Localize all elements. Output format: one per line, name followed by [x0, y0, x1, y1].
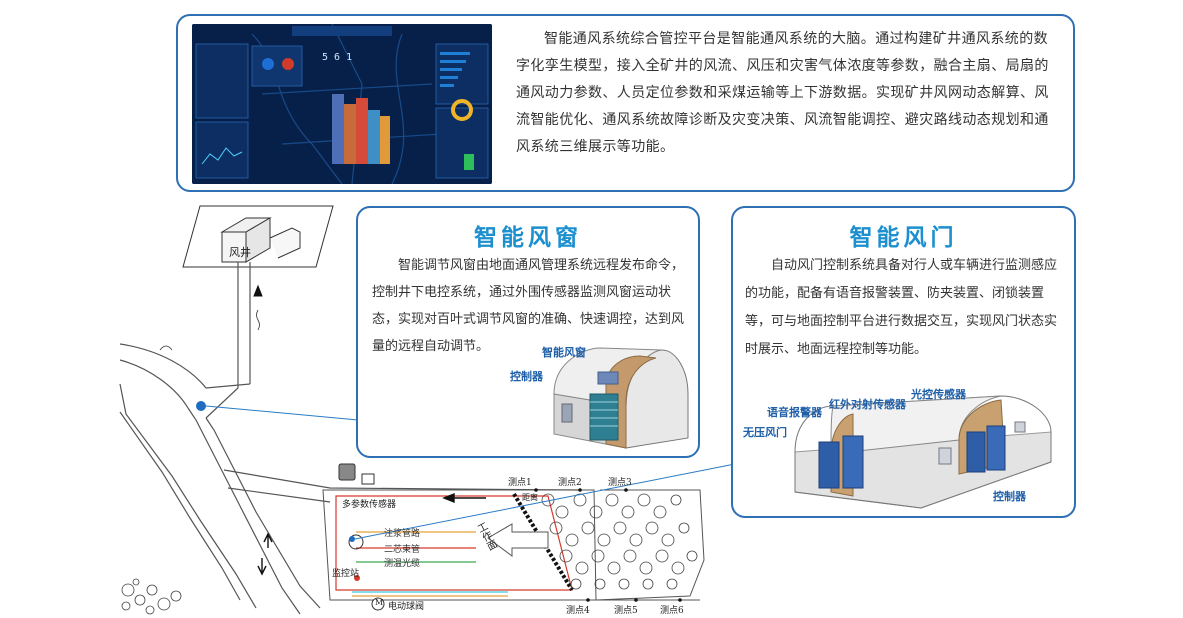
monitor-station-dot — [354, 575, 360, 581]
smart-window-illustration — [553, 347, 689, 449]
callout-infrared-sensor: 红外对射传感器 — [829, 398, 906, 411]
platform-panel: 5 6 1 智能通风系统综合管控平台是智能通风系统的大脑。通过构建矿井通风系统的… — [176, 14, 1075, 192]
point-5-label: 测点5 — [614, 606, 638, 616]
shaft-tube — [205, 262, 251, 419]
shaft-building — [220, 217, 301, 263]
door-location-marker — [349, 536, 355, 542]
valve-symbol-label: M — [375, 598, 384, 607]
callout-door-controller: 控制器 — [993, 490, 1026, 503]
dashboard-number: 5 6 1 — [322, 52, 353, 63]
tunnel-airflow-arrow-1 — [257, 558, 267, 576]
sensor-hub — [348, 534, 364, 550]
rock-fill-left — [121, 578, 182, 615]
multi-sensor-device — [338, 463, 356, 481]
point-4-label: 测点4 — [566, 606, 590, 616]
callout-light-sensor: 光控传感器 — [911, 388, 966, 401]
dashboard-graphic — [192, 24, 492, 184]
point-dots — [534, 488, 682, 602]
valve-symbol — [371, 597, 385, 611]
callout-voice-alarm: 语音报警器 — [767, 406, 822, 419]
callout-window-controller: 控制器 — [510, 370, 543, 383]
smart-door-panel: 智能风门 自动风门控制系统具备对行人或车辆进行监测感应的功能，配备有语音报警装置… — [731, 206, 1076, 518]
smart-window-title: 智能风窗 — [474, 225, 582, 251]
platform-description: 智能通风系统综合管控平台是智能通风系统的大脑。通过构建矿井通风系统的数字化孪生模… — [516, 31, 1049, 155]
goaf-edge — [595, 489, 705, 601]
valve-label: 电动球阀 — [388, 602, 425, 612]
smart-door-title: 智能风门 — [849, 225, 958, 251]
point-1-label: 测点1 — [508, 478, 532, 488]
tunnel-airflow-arrow-2 — [263, 532, 273, 548]
legend-pipe: 二芯束管 — [384, 545, 421, 555]
callout-smart-window: 智能风窗 — [542, 346, 586, 359]
smart-door-illustration — [794, 395, 1052, 509]
roadway-airflow-arrow — [442, 492, 486, 504]
smart-window-panel: 智能风窗 智能调节风窗由地面通风管理系统远程发布命令，控制井下电控系统，通过外围… — [356, 206, 700, 458]
point-2-label: 测点2 — [558, 478, 582, 488]
window-leader-line — [205, 405, 359, 421]
face-airflow-arrow — [487, 523, 549, 557]
monitor-lines — [352, 531, 508, 597]
legend-fiber: 测温光缆 — [384, 559, 421, 569]
door-leader-line — [354, 463, 736, 540]
callout-pressureless-door: 无压风门 — [743, 426, 787, 439]
smart-window-description: 智能调节风窗由地面通风管理系统远程发布命令，控制井下电控系统，通过外围传感器监测… — [372, 258, 685, 354]
monitor-station-label: 监控站 — [332, 569, 360, 579]
goaf-rocks — [541, 493, 698, 590]
gap-label: 距离 — [522, 493, 538, 502]
mine-tunnels — [119, 343, 579, 615]
point-3-label: 测点3 — [608, 478, 632, 488]
shaft-label: 风井 — [229, 246, 251, 259]
window-location-marker — [196, 401, 206, 411]
point-6-label: 测点6 — [660, 606, 684, 616]
dashboard-screenshot: 5 6 1 — [192, 24, 492, 184]
multi-sensor-label: 多参数传感器 — [342, 500, 397, 510]
shaft-airflow-arrow — [253, 284, 263, 297]
legend-beam: 注浆管路 — [384, 529, 421, 539]
smart-door-description: 自动风门控制系统具备对行人或车辆进行监测感应的功能，配备有语音报警装置、防夹装置… — [745, 258, 1058, 357]
